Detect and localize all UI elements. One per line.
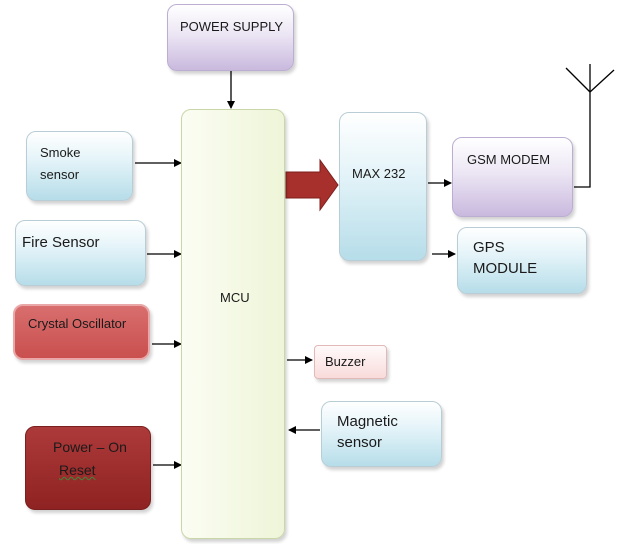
gps-module-label-line1: GPS	[473, 239, 505, 256]
gsm-modem-label: GSM MODEM	[467, 152, 551, 167]
crystal-oscillator-label: Crystal Oscillator	[28, 316, 127, 331]
fire-sensor-label: Fire Sensor	[22, 234, 100, 251]
buzzer-label: Buzzer	[325, 354, 366, 369]
mcu-to-max232-thick-arrow	[285, 158, 339, 212]
crystal-oscillator-block: Crystal Oscillator	[13, 304, 150, 360]
magnetic-sensor-label-line1: Magnetic	[337, 413, 398, 430]
power-on-reset-label-line1: Power – On	[53, 439, 127, 455]
buzzer-block: Buzzer	[314, 345, 387, 379]
power-on-reset-label-line2: Reset	[59, 462, 96, 478]
smoke-sensor-label-line2: sensor	[40, 167, 80, 182]
smoke-sensor-block: Smoke sensor	[26, 131, 133, 201]
mcu-block: MCU	[181, 109, 285, 539]
fire-sensor-block: Fire Sensor	[15, 220, 146, 286]
power-supply-block: POWER SUPPLY	[167, 4, 294, 71]
mcu-label: MCU	[220, 290, 250, 305]
gps-module-block: GPS MODULE	[457, 227, 587, 294]
magnetic-sensor-label-line2: sensor	[337, 434, 383, 451]
antenna-icon	[565, 64, 615, 93]
max232-label: MAX 232	[352, 166, 406, 181]
magnetic-sensor-block: Magnetic sensor	[321, 401, 442, 467]
power-on-reset-block: Power – On Reset	[25, 426, 151, 510]
max232-block: MAX 232	[339, 112, 427, 261]
power-supply-label: POWER SUPPLY	[180, 19, 284, 34]
gsm-modem-block: GSM MODEM	[452, 137, 573, 217]
gps-module-label-line2: MODULE	[473, 260, 538, 277]
smoke-sensor-label-line1: Smoke	[40, 145, 81, 160]
gsm-antenna-line	[574, 92, 591, 188]
